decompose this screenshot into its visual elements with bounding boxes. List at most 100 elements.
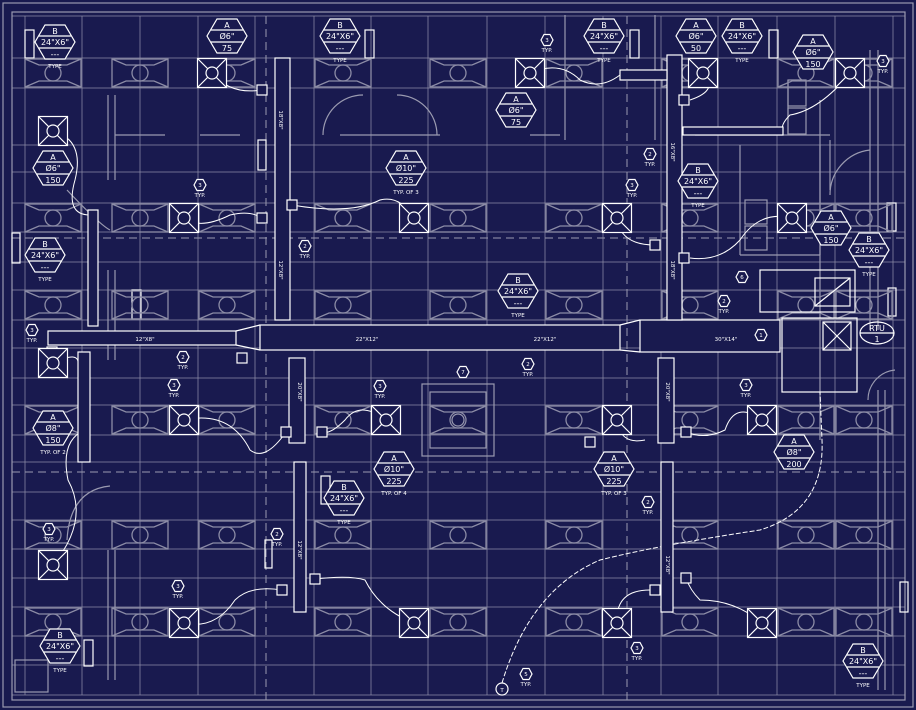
callout-hexagon — [735, 270, 749, 284]
fixture-body — [24, 203, 82, 233]
light-fixture — [314, 203, 372, 233]
tag-cfm: --- — [336, 44, 345, 53]
light-fixture — [835, 520, 893, 550]
diffuser-tag: AØ6"75 — [495, 92, 537, 128]
tag-size: 24"X6" — [728, 32, 756, 41]
tag-type: B — [42, 240, 48, 249]
tag-type: A — [513, 95, 519, 104]
duct-takeoff — [280, 426, 292, 438]
fixture-lamp — [449, 613, 467, 631]
flex-duct — [314, 576, 415, 624]
fixture-lamp — [855, 296, 873, 314]
roof-hatch-center — [451, 413, 465, 427]
fixture-lens — [777, 290, 835, 320]
light-fixture — [111, 405, 169, 435]
fixture-body — [314, 520, 372, 550]
callout-label: TYP. — [644, 162, 656, 168]
callout-number: 2 — [722, 299, 726, 305]
tag-hexagon — [497, 273, 539, 309]
tag-type: B — [866, 235, 872, 244]
diffuser-tag: AØ8"200 — [773, 434, 815, 470]
fixture-body — [429, 203, 487, 233]
callout-number: 3 — [47, 527, 51, 533]
diffuser-neck — [610, 616, 624, 630]
supply-diffuser — [37, 549, 69, 581]
thermostat: T — [495, 682, 509, 696]
fixture-lamp — [565, 64, 583, 82]
duct-size-label: 22"X12" — [356, 337, 379, 343]
duct-size-label: 18"X8" — [669, 260, 675, 279]
fixture-body — [429, 607, 487, 637]
light-fixture — [24, 290, 82, 320]
duct-segment — [288, 357, 306, 444]
fixture-lamp — [131, 411, 149, 429]
supply-diffuser — [168, 607, 200, 639]
fixture-lamp — [218, 411, 236, 429]
callout-label: TYP. — [631, 656, 643, 662]
diffuser-neck — [610, 211, 624, 225]
diffuser-tag: AØ6"150 — [792, 34, 834, 70]
fixture-body — [111, 520, 169, 550]
callout-label: TYP. — [271, 542, 283, 548]
callout-hexagon — [373, 379, 387, 393]
flex-duct — [183, 417, 287, 454]
tag-cfm: --- — [340, 506, 349, 515]
tag-type: A — [50, 153, 56, 162]
rtu-number: 1 — [874, 335, 879, 344]
light-fixture — [545, 520, 603, 550]
tag-type: A — [810, 37, 816, 46]
diffuser-tag: B24"X6"---TYPE — [677, 163, 719, 209]
supply-diffuser — [398, 202, 430, 234]
diffuser-tag: B24"X6"---TYPE — [24, 237, 66, 283]
callout-number: 3 — [378, 384, 382, 390]
callout-label: TYP. — [26, 338, 38, 344]
tag-note: TYPE — [861, 272, 876, 278]
fixture-lamp — [449, 209, 467, 227]
callout-label: TYP. — [43, 537, 55, 543]
fixture-lamp — [449, 526, 467, 544]
fixture-body — [314, 203, 372, 233]
door-swing — [867, 369, 896, 401]
fixture-lens — [545, 290, 603, 320]
callout-label: TYP. — [522, 372, 534, 378]
plumbing-fixture — [787, 107, 807, 135]
diffuser-neck — [46, 356, 60, 370]
fixture-lamp — [797, 613, 815, 631]
tag-size: 24"X6" — [684, 177, 712, 186]
callout-number: 2 — [303, 244, 307, 250]
tag-note: TYP. OF 2 — [39, 450, 65, 456]
door-swing — [66, 485, 111, 541]
fixture-lamp — [681, 613, 699, 631]
tag-size: Ø10" — [384, 464, 404, 474]
diffuser-tag: AØ6"150 — [810, 210, 852, 246]
keynote-callout: 1 — [754, 328, 768, 342]
duct-takeoff — [680, 426, 692, 438]
fixture-lens — [314, 607, 372, 637]
diffuser-tag: AØ6"75 — [206, 18, 248, 54]
fixture-lamp — [797, 411, 815, 429]
duct-segment — [87, 209, 99, 327]
duct-size-label: 18"X8" — [277, 110, 283, 129]
fixture-body — [545, 290, 603, 320]
tag-cfm: --- — [694, 189, 703, 198]
callout-number: 2 — [275, 532, 279, 538]
fixture-body — [661, 290, 719, 320]
fixture-lamp — [565, 411, 583, 429]
diffuser-tags: B24"X6"---TYPEAØ6"75B24"X6"---TYPEAØ6"75… — [24, 18, 890, 689]
door-swing — [396, 94, 438, 136]
callout-number: 3 — [744, 383, 748, 389]
supply-diffuser — [398, 607, 430, 639]
fixture-body — [835, 405, 893, 435]
callout-hexagon — [717, 294, 731, 308]
diffuser-neck — [785, 211, 799, 225]
fixture-lamp — [565, 296, 583, 314]
callout-label: TYP. — [194, 193, 206, 199]
fixture-lens — [777, 520, 835, 550]
tag-note: TYPE — [734, 58, 749, 64]
supply-diffuser — [776, 202, 808, 234]
callout-hexagon — [641, 495, 655, 509]
